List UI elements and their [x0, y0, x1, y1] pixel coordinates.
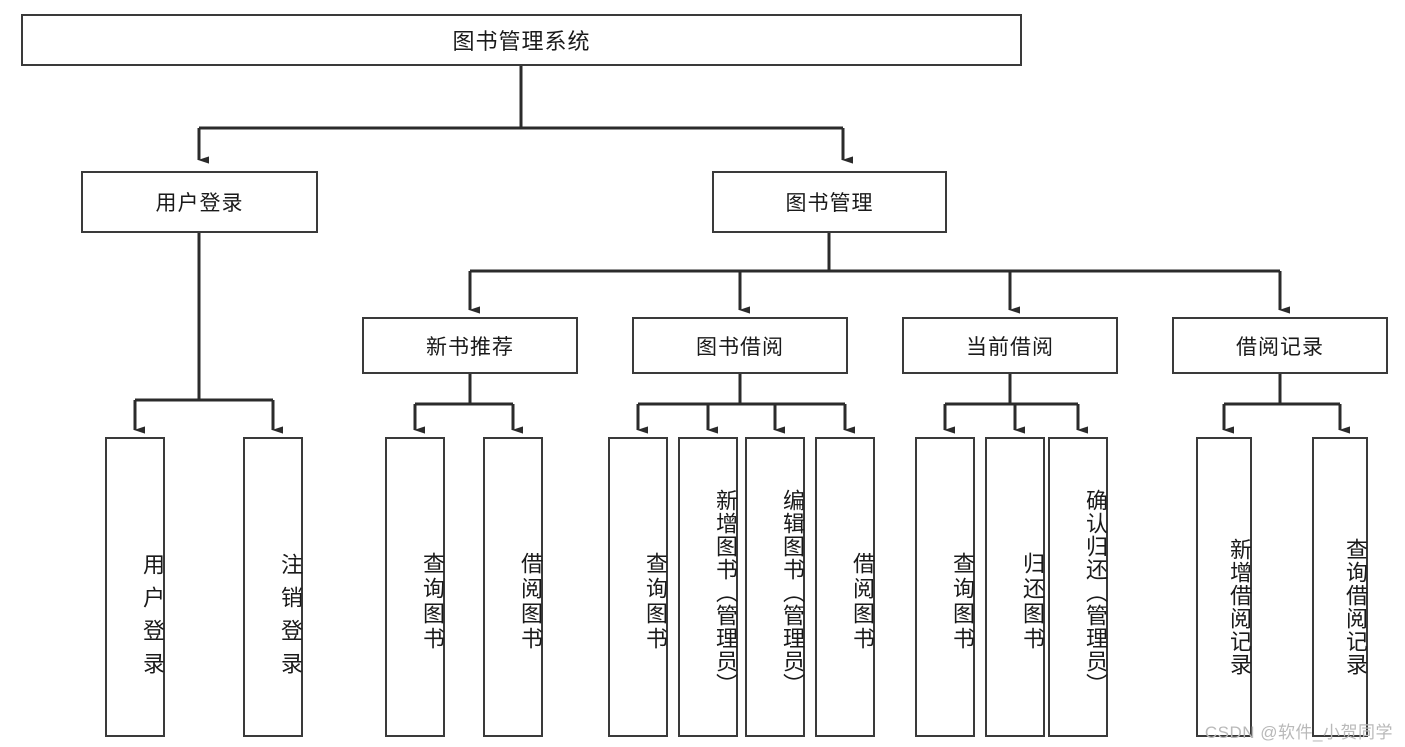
node-book-borrow[interactable]: 图书借阅 — [632, 317, 848, 374]
node-borrow-record[interactable]: 借阅记录 — [1172, 317, 1388, 374]
node-root[interactable]: 图书管理系统 — [21, 14, 1022, 66]
node-current-borrow[interactable]: 当前借阅 — [902, 317, 1118, 374]
node-user-login[interactable]: 用户登录 — [81, 171, 318, 233]
leaf-borrow-add-book[interactable]: 新增图书（管理员） — [678, 437, 738, 737]
node-new-book-recommend[interactable]: 新书推荐 — [362, 317, 578, 374]
leaf-current-return[interactable]: 归还图书 — [985, 437, 1045, 737]
leaf-new-book-borrow[interactable]: 借阅图书 — [483, 437, 543, 737]
node-book-management[interactable]: 图书管理 — [712, 171, 947, 233]
watermark: CSDN @软件_小贺同学 — [1204, 723, 1393, 742]
leaf-record-query[interactable]: 查询借阅记录 — [1312, 437, 1368, 737]
leaf-current-query[interactable]: 查询图书 — [915, 437, 975, 737]
leaf-borrow-edit-book[interactable]: 编辑图书（管理员） — [745, 437, 805, 737]
leaf-new-book-query[interactable]: 查询图书 — [385, 437, 445, 737]
leaf-user-login-signin[interactable]: 用户登录 — [105, 437, 165, 737]
leaf-borrow-borrow-book[interactable]: 借阅图书 — [815, 437, 875, 737]
leaf-record-add[interactable]: 新增借阅记录 — [1196, 437, 1252, 737]
leaf-current-confirm-return[interactable]: 确认归还（管理员） — [1048, 437, 1108, 737]
leaf-user-login-signout[interactable]: 注销登录 — [243, 437, 303, 737]
leaf-borrow-query[interactable]: 查询图书 — [608, 437, 668, 737]
